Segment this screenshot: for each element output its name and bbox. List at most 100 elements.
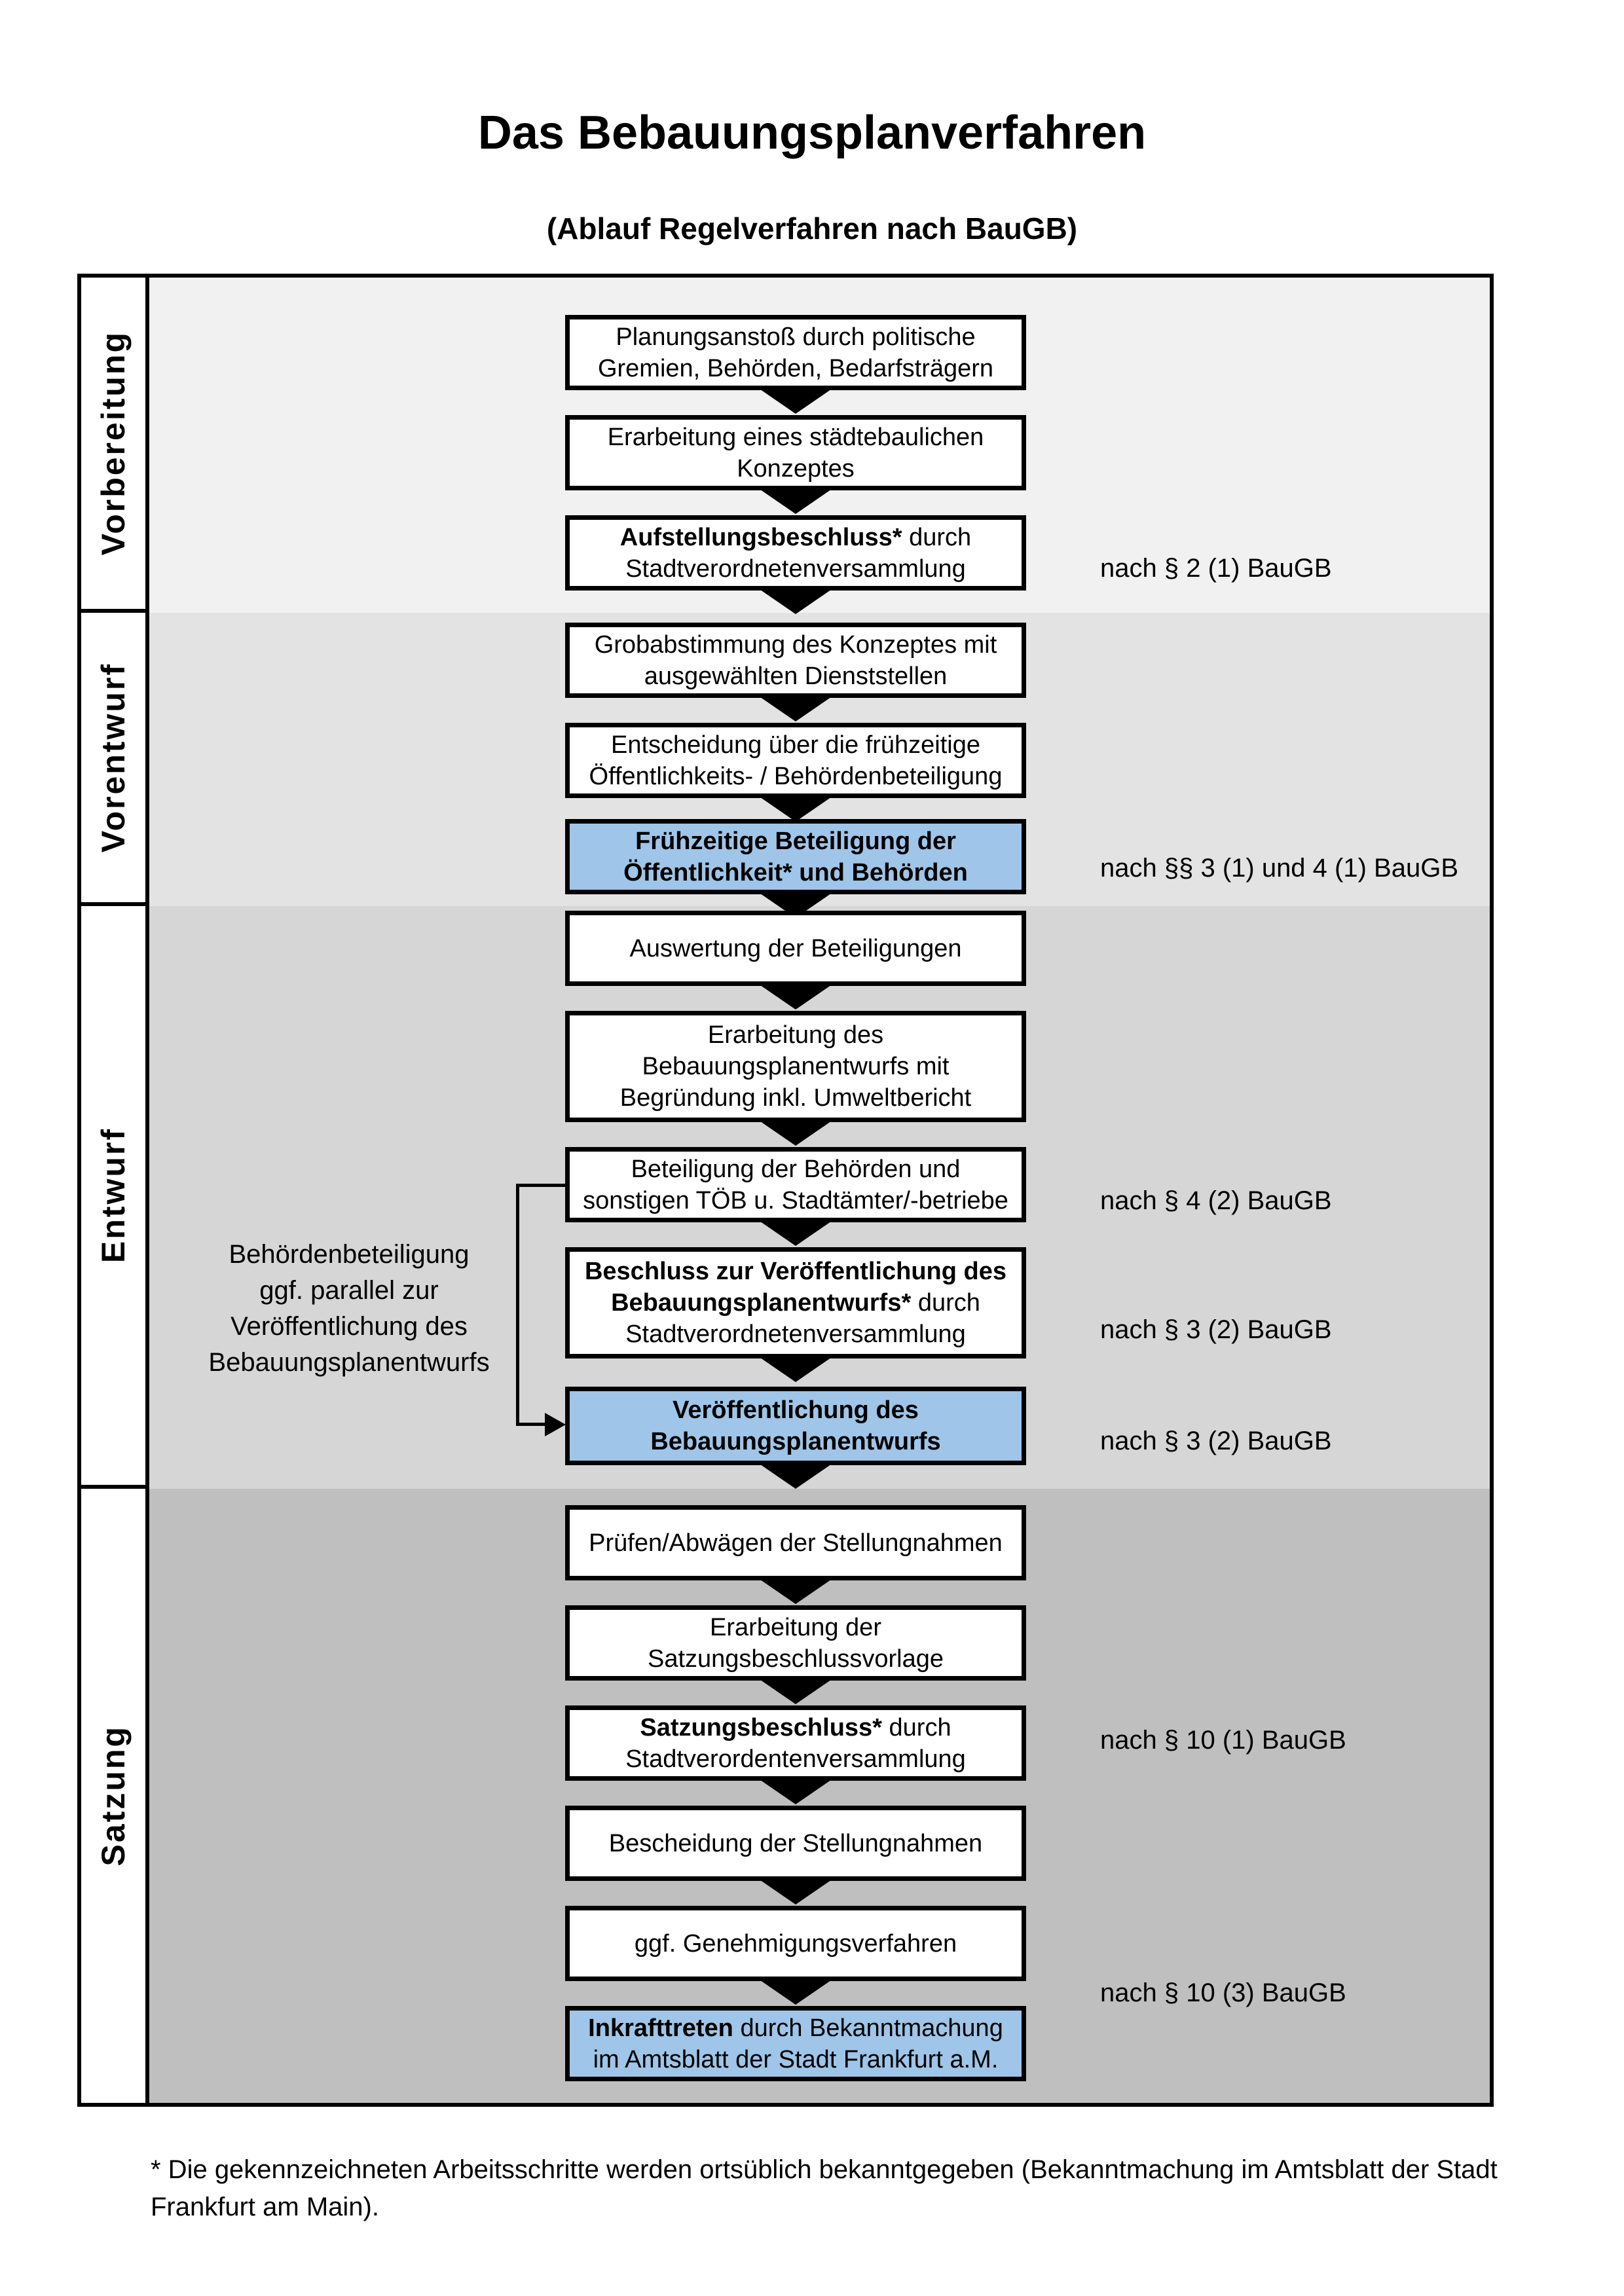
phase-label-cell: Vorentwurf: [81, 613, 149, 906]
flow-box-line: Prüfen/Abwägen der Stellungnahmen: [589, 1527, 1003, 1559]
phase-row-vorbereitung: Vorbereitung Planungsanstoß durch politis…: [81, 278, 1490, 614]
flow-box-text-segment: Erarbeitung eines städtebaulichen: [607, 423, 984, 451]
phase-label-cell: Satzung: [81, 1489, 149, 2103]
law-reference-annotation: nach § 10 (1) BauGB: [1100, 1726, 1346, 1755]
phase-label-cell: Vorbereitung: [81, 278, 149, 613]
law-reference-annotation: nach § 3 (2) BauGB: [1100, 1315, 1332, 1344]
flow-box-line: Beschluss zur Veröffentlichung des: [585, 1256, 1006, 1287]
flow-box-line: Veröffentlichung des: [673, 1394, 919, 1426]
phase-row-satzung: Satzung Prüfen/Abwägen der Stellungnahmen…: [81, 1489, 1490, 2103]
flow-box-line: Bebauungsplanentwurfs* durch: [611, 1287, 980, 1319]
flow-box-line: Stadtverordnetenversammlung: [625, 1319, 966, 1350]
flow-box-text-segment: Begründung inkl. Umweltbericht: [619, 1084, 972, 1112]
law-reference-annotation: nach § 4 (2) BauGB: [1100, 1186, 1332, 1215]
flow-box-line: Erarbeitung eines städtebaulichen: [608, 422, 984, 453]
flow-box-text-segment: durch: [902, 523, 972, 551]
flow-box-line: Gremien, Behörden, Bedarfsträgern: [598, 353, 993, 384]
flow-box-text-segment: Auswertung der Beteiligungen: [629, 934, 962, 962]
flow-box-text-segment: im Amtsblatt der Stadt Frankfurt a.M.: [593, 2045, 999, 2073]
flow-box-line: Satzungsbeschlussvorlage: [648, 1643, 944, 1675]
flow-box-line: Aufstellungsbeschluss* durch: [620, 522, 971, 553]
flow-box-text-segment: ausgewählten Dienststellen: [644, 662, 948, 690]
flow-box-text-segment: Stadtverordentenversammlung: [625, 1745, 966, 1773]
connector-line-horizontal: [516, 1423, 547, 1426]
flow-box-text-segment: Bescheidung der Stellungnahmen: [608, 1829, 983, 1857]
flow-box-line: Beteiligung der Behörden und: [631, 1154, 961, 1185]
flow-box-text-segment: Satzungsbeschluss*: [640, 1713, 882, 1741]
flow-box-line: Auswertung der Beteiligungen: [629, 933, 961, 964]
flow-box-line: Konzeptes: [737, 453, 855, 484]
phase-label: Vorbereitung: [95, 331, 132, 556]
side-note-line: ggf. parallel zur: [259, 1276, 439, 1305]
flow-box-text-segment: Beschluss zur Veröffentlichung des: [584, 1258, 1007, 1285]
flow-box-text-segment: sonstigen TÖB u. Stadtämter/-betriebe: [583, 1186, 1008, 1214]
connector-line-horizontal: [516, 1184, 567, 1187]
connector-arrowhead-icon: [545, 1413, 566, 1436]
flow-box-text-segment: Erarbeitung des: [707, 1021, 884, 1049]
flow-box-line: Erarbeitung der: [710, 1612, 881, 1643]
flow-box-text-segment: Konzeptes: [737, 454, 855, 483]
side-note-line: Behördenbeteiligung: [229, 1240, 470, 1269]
flow-box-line: Planungsanstoß durch politische: [616, 321, 975, 353]
flow-box: Prüfen/Abwägen der Stellungnahmen: [565, 1505, 1026, 1580]
phase-row-vorentwurf: Vorentwurf Grobabstimmung des Konzeptes m…: [81, 613, 1490, 918]
flow-box-text-segment: durch: [911, 1289, 980, 1317]
flow-box-text-segment: Stadtverordnetenversammlung: [625, 1321, 966, 1348]
flow-box-text-segment: durch: [881, 1713, 951, 1741]
flow-box: Grobabstimmung des Konzeptes mit ausgewäh…: [565, 623, 1026, 698]
flow-box-text-segment: Bebauungsplanentwurfs mit: [642, 1053, 950, 1080]
flow-box-line: Satzungsbeschluss* durch: [640, 1712, 951, 1743]
law-reference-annotation: nach § 2 (1) BauGB: [1100, 554, 1332, 583]
flow-box-text-segment: Entscheidung über die frühzeitige: [610, 731, 981, 759]
flow-box-line: Erarbeitung des: [708, 1019, 883, 1051]
flow-box-text-segment: ggf. Genehmigungsverfahren: [634, 1929, 957, 1958]
flow-box-line: sonstigen TÖB u. Stadtämter/-betriebe: [583, 1185, 1008, 1216]
flow-box-line: Öffentlichkeits- / Behördenbeteiligung: [589, 761, 1003, 792]
flow-box-text-segment: Öffentlichkeit* und Behörden: [623, 858, 968, 886]
phase-label: Satzung: [95, 1725, 132, 1867]
page-subtitle: (Ablauf Regelverfahren nach BauGB): [546, 211, 1078, 246]
phase-content: Grobabstimmung des Konzeptes mit ausgewäh…: [149, 613, 1490, 918]
flow-box-line: Bebauungsplanentwurfs mit: [642, 1051, 950, 1082]
flow-box-text-segment: Öffentlichkeits- / Behördenbeteiligung: [589, 762, 1003, 790]
flow-box-line: Entscheidung über die frühzeitige: [611, 729, 980, 761]
phase-label-cell: Entwurf: [81, 906, 149, 1489]
flow-box-text-segment: Grobabstimmung des Konzeptes mit: [594, 630, 997, 659]
flow-box-text-segment: Inkrafttreten: [588, 2014, 733, 2042]
flow-box-line: ggf. Genehmigungsverfahren: [635, 1928, 957, 1959]
flow-box-line: Stadtverordentenversammlung: [625, 1743, 966, 1775]
flowchart-frame: Vorbereitung Planungsanstoß durch politis…: [77, 274, 1494, 2107]
flow-box-text-segment: durch Bekanntmachung: [733, 2014, 1003, 2042]
flow-box-line: Begründung inkl. Umweltbericht: [620, 1082, 972, 1114]
law-reference-annotation: nach § 10 (3) BauGB: [1100, 1978, 1346, 2007]
phase-label: Entwurf: [95, 1127, 132, 1264]
side-note-line: Veröffentlichung des: [231, 1312, 468, 1341]
footnote-line: Frankfurt am Main).: [151, 2193, 379, 2221]
flow-box-text-segment: Gremien, Behörden, Bedarfsträgern: [597, 354, 994, 382]
flow-box-line: Öffentlichkeit* und Behörden: [623, 857, 968, 888]
flow-box: Auswertung der Beteiligungen: [565, 911, 1026, 986]
flow-box-line: im Amtsblatt der Stadt Frankfurt a.M.: [593, 2044, 999, 2075]
footnote-line: * Die gekennzeichneten Arbeitsschritte w…: [151, 2155, 1498, 2184]
flow-box: Beteiligung der Behörden und sonstigen TÖ…: [565, 1147, 1026, 1222]
flow-box-text-segment: Beteiligung der Behörden und: [631, 1155, 961, 1183]
flow-box-text-segment: Bebauungsplanentwurfs*: [611, 1289, 912, 1317]
flow-box-text-segment: Veröffentlichung des: [673, 1396, 919, 1424]
flow-box-line: Bebauungsplanentwurfs: [650, 1426, 940, 1457]
side-note-line: Bebauungsplanentwurfs: [208, 1348, 490, 1377]
flow-box-highlighted: Inkrafttreten durch Bekanntmachung im Amt…: [565, 2006, 1026, 2081]
flow-box-text-segment: Aufstellungsbeschluss*: [619, 523, 902, 551]
